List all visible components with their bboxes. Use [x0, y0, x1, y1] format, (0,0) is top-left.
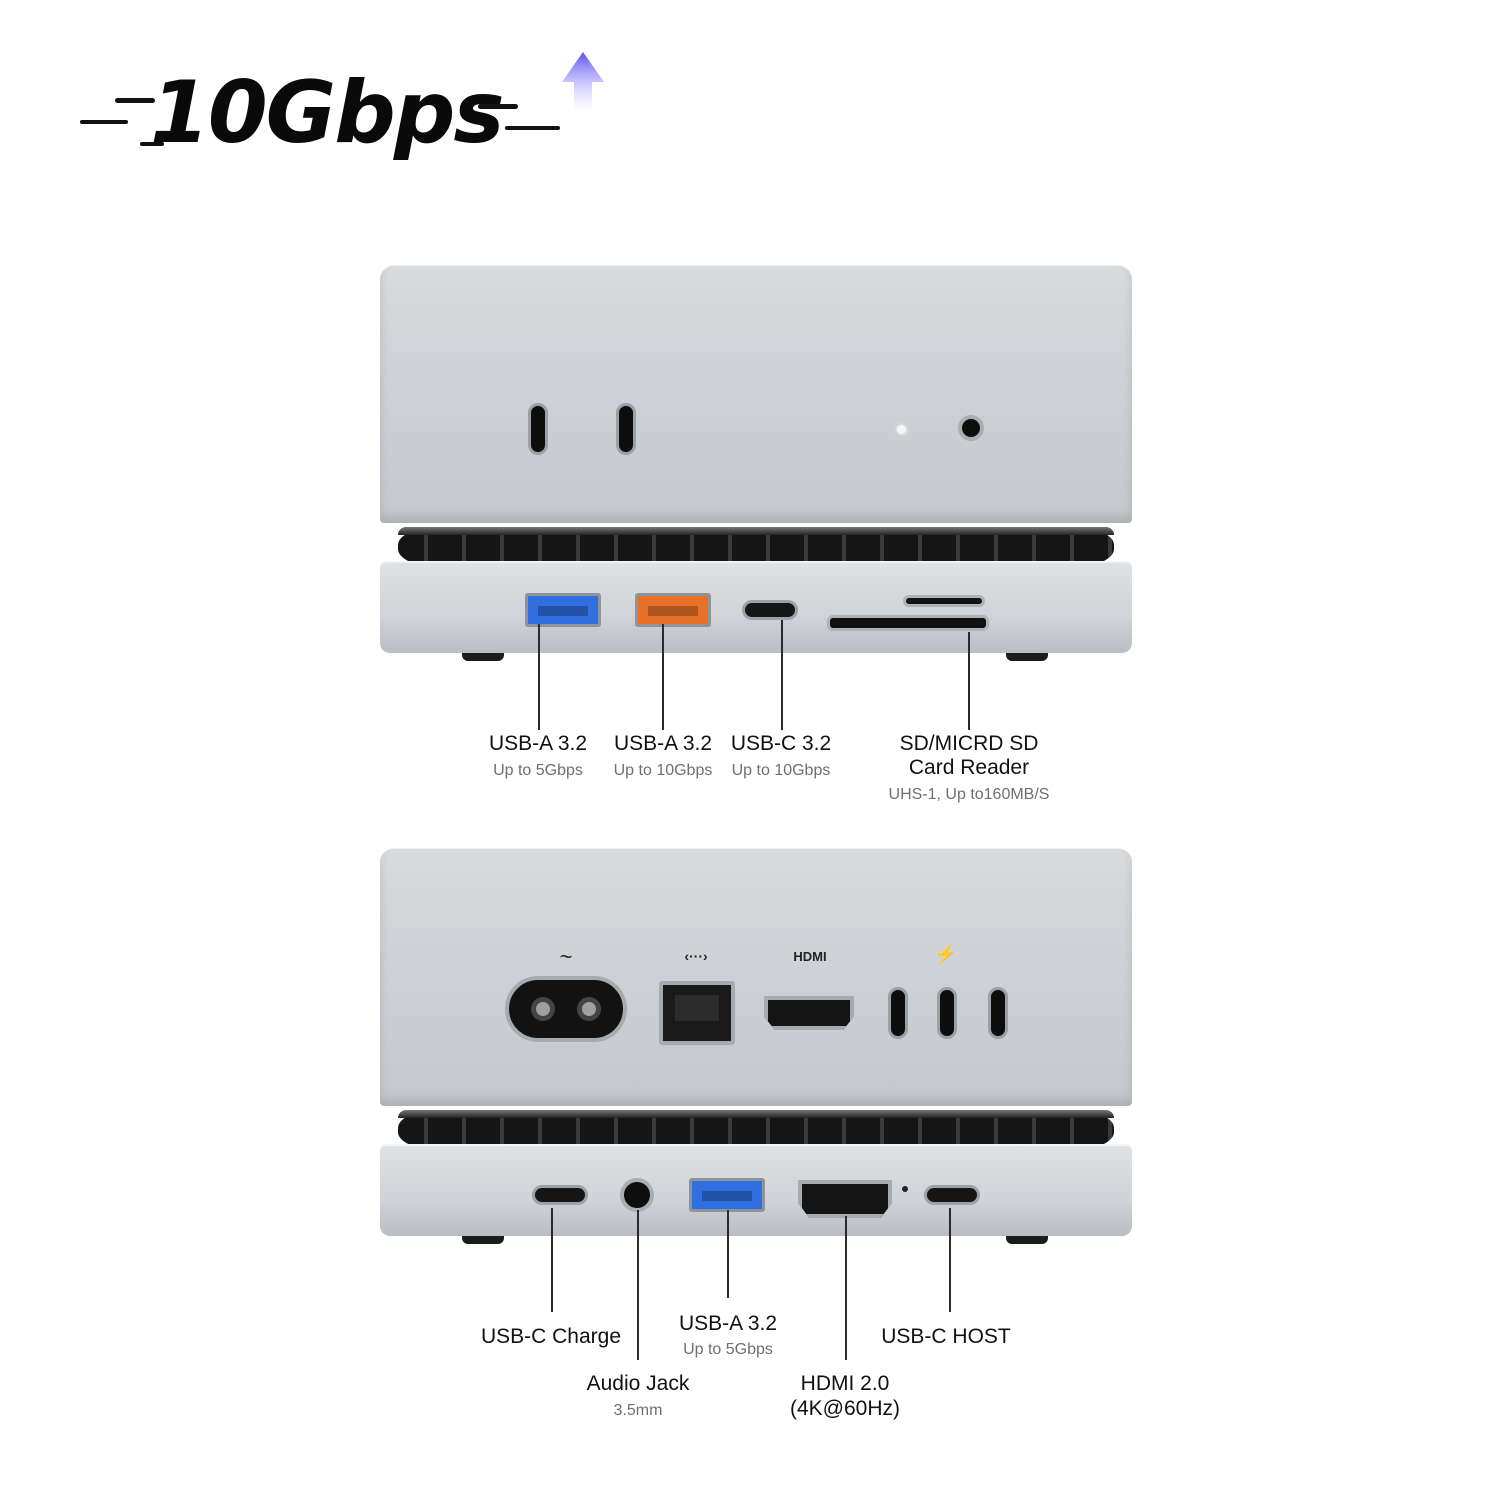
micro-sd-slot [903, 595, 985, 607]
port-label: USB-C HOST [881, 1325, 1011, 1348]
power-icon: ~ [559, 944, 573, 969]
leader-line [662, 624, 664, 730]
usb-a-port-orange [635, 593, 711, 627]
port-label-line2: Card Reader [908, 756, 1030, 779]
port-sublabel: Up to 10Gbps [613, 762, 713, 779]
speed-line-right-1 [478, 104, 518, 109]
headline-title: 10Gbps [150, 63, 505, 163]
speed-line-left-3 [140, 142, 164, 146]
thunderbolt-port [888, 987, 908, 1039]
mac-mini-body [380, 848, 1132, 1106]
speed-line-right-2 [505, 126, 560, 130]
speed-line-left-2 [80, 120, 128, 124]
usb-c-port [924, 1185, 980, 1205]
usb-c-port [532, 1185, 588, 1205]
port-label: USB-C Charge [480, 1325, 622, 1348]
device-front-view [380, 265, 1132, 665]
audio-jack [620, 1178, 654, 1212]
port-label-line2: (4K@60Hz) [789, 1397, 900, 1420]
cooling-fan [398, 1110, 1114, 1150]
ethernet-icon: ‹···› [684, 948, 708, 964]
hdmi-port [798, 1180, 892, 1218]
port-label: USB-A 3.2 [488, 732, 588, 755]
leader-line [949, 1208, 951, 1312]
usb-c-port [528, 403, 548, 455]
status-led [897, 425, 906, 434]
port-sublabel: Up to 5Gbps [683, 1341, 773, 1358]
hdmi-icon: HDMI [793, 949, 827, 964]
leader-line [637, 1210, 639, 1360]
power-port [505, 976, 627, 1042]
port-sublabel: 3.5mm [613, 1402, 663, 1419]
port-label: USB-C 3.2 [730, 732, 832, 755]
leader-line [845, 1216, 847, 1360]
leader-line [781, 620, 783, 730]
port-label: HDMI 2.0 [800, 1372, 890, 1395]
hdmi-port [764, 996, 854, 1030]
port-label: USB-A 3.2 [678, 1312, 778, 1335]
sd-card-slot [827, 615, 989, 631]
thunderbolt-port [937, 987, 957, 1039]
port-sublabel: UHS-1, Up to160MB/S [888, 786, 1050, 803]
usb-c-port [616, 403, 636, 455]
headphone-jack [958, 415, 984, 441]
leader-line [551, 1208, 553, 1312]
port-sublabel: Up to 10Gbps [731, 762, 831, 779]
hub-foot [1006, 653, 1048, 661]
port-label: Audio Jack [586, 1372, 690, 1395]
usb-c-port [742, 600, 798, 620]
usb-a-port-blue [525, 593, 601, 627]
leader-line [727, 1210, 729, 1298]
port-sublabel: Up to 5Gbps [493, 762, 583, 779]
thunderbolt-icon: ⚡ [934, 944, 958, 964]
leader-line [968, 632, 970, 730]
speed-line-left-1 [115, 98, 155, 103]
usb-a-port-blue [689, 1178, 765, 1212]
port-label: USB-A 3.2 [613, 732, 713, 755]
port-label: SD/MICRD SD [899, 732, 1039, 755]
speed-arrow-icon [562, 52, 604, 114]
mac-mini-body [380, 265, 1132, 523]
hub-foot [462, 653, 504, 661]
device-rear-view: ~ ‹···› HDMI ⚡ [380, 848, 1132, 1248]
thunderbolt-port [988, 987, 1008, 1039]
leader-line [538, 624, 540, 730]
hub-foot [462, 1236, 504, 1244]
hub-foot [1006, 1236, 1048, 1244]
cooling-fan [398, 527, 1114, 567]
ethernet-port [659, 981, 735, 1045]
indicator-dot [902, 1186, 908, 1192]
